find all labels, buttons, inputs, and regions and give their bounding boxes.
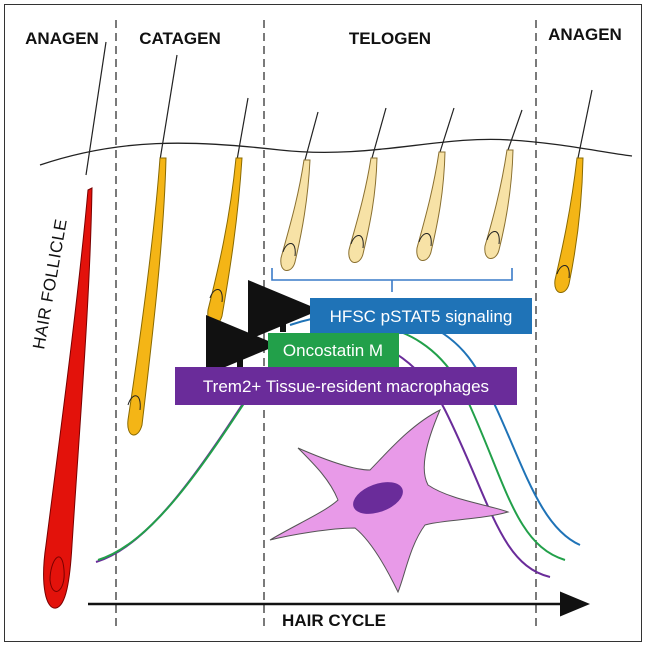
hair-follicle-label: HAIR FOLLICLE [29,217,71,350]
phase-label-telogen: TELOGEN [349,29,431,48]
macrophage-cell [269,408,510,594]
phase-label-catagen: CATAGEN [139,29,221,48]
skin-surface-line [39,138,633,166]
catagen-follicle-1 [127,54,178,436]
hfsc-signaling-box: HFSC pSTAT5 signaling [310,298,532,334]
arrow-to-hfsc [248,280,320,340]
phase-label-anagen-right: ANAGEN [548,25,622,44]
catagen-follicle-2 [207,97,249,326]
anagen-follicle-right [554,89,593,293]
phase-label-anagen-left: ANAGEN [25,29,99,48]
telogen-bracket [271,268,513,292]
trem2-box: Trem2+ Tissue-resident macrophages [175,367,517,405]
telogen-follicle-3 [416,107,455,261]
hair-cycle-axis-label: HAIR CYCLE [282,611,386,630]
oncostatin-box: Oncostatin M [268,333,399,367]
telogen-follicle-2 [348,107,387,263]
hfsc-signaling-label: HFSC pSTAT5 signaling [330,307,513,326]
macrophage-nucleus [353,482,403,514]
trem2-label: Trem2+ Tissue-resident macrophages [203,377,489,396]
telogen-follicle-4 [484,109,523,259]
anagen-follicle-left [43,41,107,609]
arrow-to-oncostatin [206,315,278,375]
telogen-follicle-1 [280,111,319,271]
oncostatin-label: Oncostatin M [283,341,383,360]
